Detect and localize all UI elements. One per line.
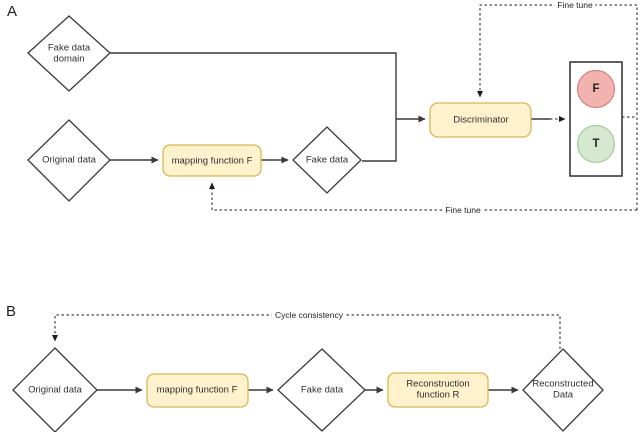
- fake-data-diamond-a: [292, 126, 362, 194]
- fake-data-label-b: Fake data: [300, 384, 344, 396]
- mapping-function-box-a: [162, 144, 262, 177]
- fine-tune-loop-to-mapping: [209, 182, 637, 211]
- discriminator-box: [429, 102, 532, 138]
- fine-tune-top-label: Fine tune: [554, 0, 596, 10]
- discriminator-label: Discriminator: [453, 114, 509, 126]
- true-circle-label: T: [592, 138, 600, 150]
- panel-a-label: A: [7, 3, 18, 20]
- true-circle: [576, 124, 616, 164]
- fake-data-domain-diamond: [27, 15, 111, 92]
- fake-data-domain-label: Fake data domain: [47, 42, 91, 65]
- reconstruction-function-label: Reconstruction function R: [406, 378, 470, 401]
- original-data-diamond-b: [12, 347, 98, 432]
- false-circle: [576, 69, 616, 109]
- reconstructed-data-diamond: [522, 348, 604, 432]
- reconstruction-function-box: [387, 372, 489, 408]
- original-data-label-b: Original data: [28, 384, 82, 396]
- false-circle-label: F: [592, 83, 600, 95]
- mapping-function-label-b: mapping function F: [156, 384, 238, 396]
- fake-data-diamond-b: [277, 348, 366, 432]
- panel-b-label: B: [6, 303, 17, 320]
- fake-data-label-a: Fake data: [305, 154, 349, 166]
- mapping-function-box-b: [146, 373, 249, 408]
- mapping-function-label-a: mapping function F: [171, 155, 253, 167]
- original-data-diamond-a: [27, 119, 111, 202]
- fine-tune-loop-to-discriminator: [477, 4, 638, 210]
- reconstructed-data-label: Reconstructed Data: [532, 378, 594, 401]
- fine-tune-bottom-label: Fine tune: [442, 205, 484, 215]
- connector-domain-to-junction: [110, 52, 397, 162]
- cycle-consistency-loop: [52, 314, 561, 349]
- cycle-consistency-label: Cycle consistency: [271, 310, 347, 320]
- original-data-label-a: Original data: [42, 154, 96, 166]
